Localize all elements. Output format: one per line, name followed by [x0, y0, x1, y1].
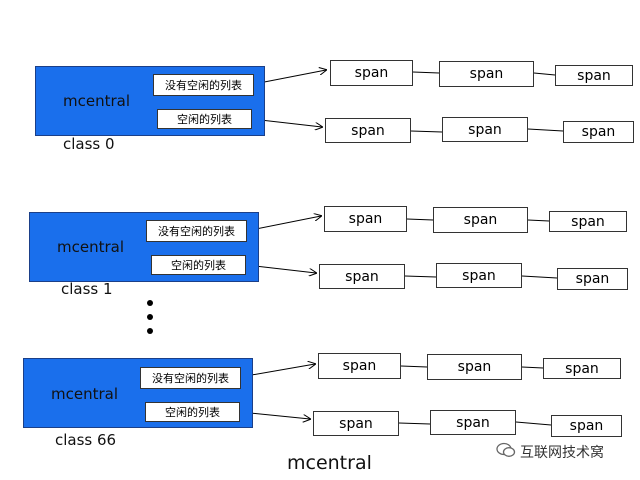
class-label-1: class 1	[61, 280, 113, 298]
span-0-1-2: span	[555, 65, 633, 86]
nonempty-list-1: 没有空闲的列表	[146, 220, 247, 242]
arrow-nonempty-0	[253, 70, 326, 85]
span-0-1-1: span	[439, 61, 534, 87]
span-1-1-2: span	[549, 211, 627, 232]
mcentral-label-0: mcentral	[63, 92, 131, 110]
ellipsis-dot	[147, 328, 153, 334]
ellipsis-dot	[147, 314, 153, 320]
span-0-1-0: span	[330, 60, 413, 86]
link-0-1a	[412, 71, 440, 74]
span-0-2-2: span	[563, 121, 634, 143]
link-1-2b	[521, 275, 558, 279]
empty-list-1: 空闲的列表	[151, 255, 246, 275]
link-1-1b	[527, 219, 550, 222]
class-label-0: class 0	[63, 135, 115, 153]
span-1-1-1: span	[433, 207, 528, 233]
span-1-2-0: span	[319, 264, 405, 289]
span-1-2-1: span	[436, 263, 522, 288]
span-2-2-1: span	[430, 410, 516, 435]
empty-list-0: 空闲的列表	[157, 109, 252, 129]
span-2-1-2: span	[543, 358, 621, 379]
link-2-2b	[515, 421, 552, 426]
link-0-2b	[527, 128, 564, 132]
span-1-1-0: span	[324, 206, 407, 232]
link-2-1b	[521, 366, 544, 369]
ellipsis-dot	[147, 300, 153, 306]
wechat-icon	[496, 442, 516, 462]
span-2-1-1: span	[427, 354, 522, 380]
span-2-2-0: span	[313, 411, 399, 436]
link-0-2a	[410, 130, 443, 133]
watermark-text: 互联网技术窝	[520, 445, 604, 461]
watermark: 互联网技术窝	[496, 442, 604, 462]
mcentral-label-1: mcentral	[57, 238, 125, 256]
nonempty-list-2: 没有空闲的列表	[140, 367, 241, 389]
link-1-1a	[406, 218, 434, 221]
nonempty-list-0: 没有空闲的列表	[153, 74, 254, 96]
span-0-2-1: span	[442, 117, 528, 142]
span-1-2-2: span	[557, 268, 628, 290]
class-label-2: class 66	[55, 431, 117, 449]
span-0-2-0: span	[325, 118, 411, 143]
link-2-2a	[398, 422, 431, 425]
link-2-1a	[400, 365, 428, 368]
empty-list-2: 空闲的列表	[145, 402, 240, 422]
span-2-2-2: span	[551, 415, 622, 437]
span-2-1-0: span	[318, 353, 401, 379]
link-1-2a	[404, 275, 437, 278]
link-0-1b	[533, 72, 556, 76]
mcentral-label-2: mcentral	[51, 385, 119, 403]
diagram-caption: mcentral	[287, 452, 372, 474]
